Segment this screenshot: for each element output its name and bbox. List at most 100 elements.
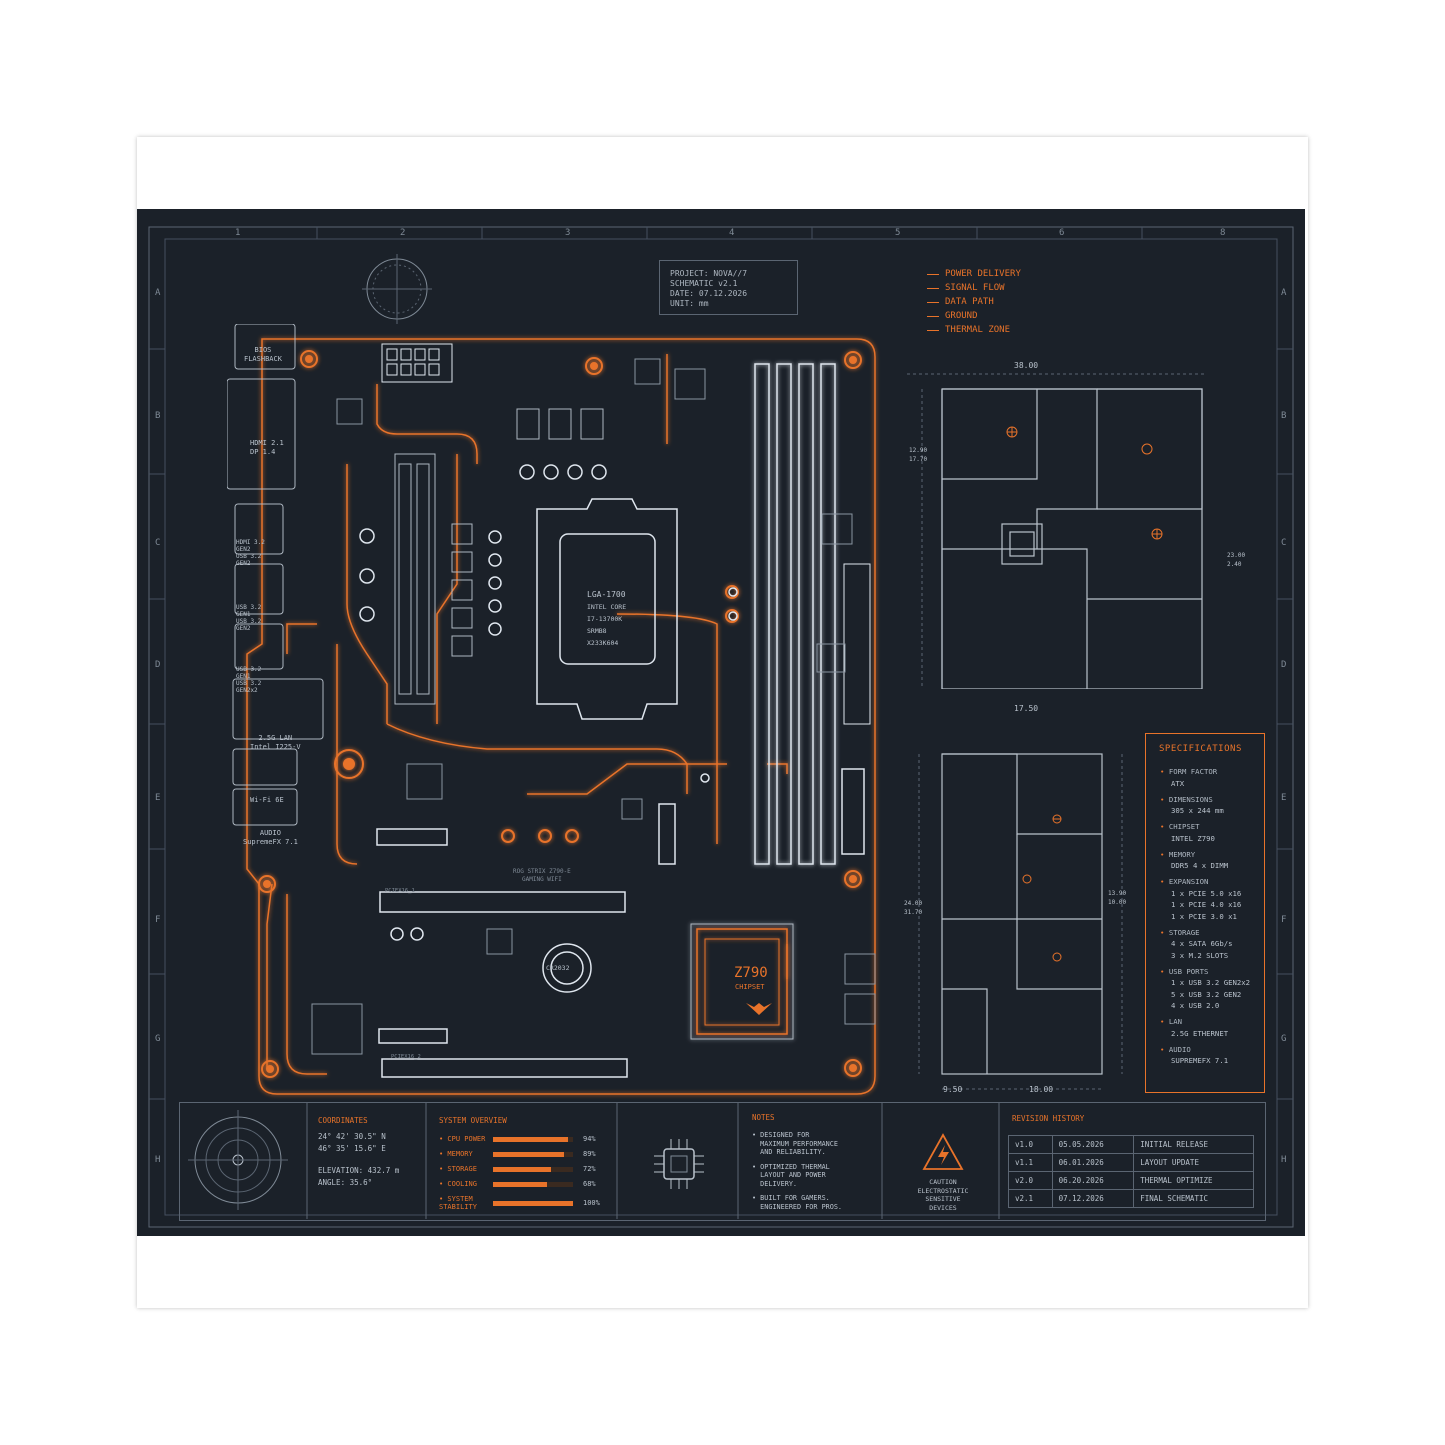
motherboard-diagram [227,324,876,1095]
chip-icon [654,1139,704,1189]
coordinates-angle: ANGLE: 35.6° [318,1178,373,1187]
grid-column-label: 4 [729,228,735,238]
grid-row-label: F [155,915,161,925]
grid-column-label: 5 [895,228,901,238]
plan-top-bottom-dim: 17.50 [1014,704,1039,713]
grid-row-label: E [155,793,161,803]
floor-plan-top [907,373,1207,689]
coordinates-lat: 24° 42' 30.5" N [318,1132,386,1141]
grid-column-label: 8 [1220,228,1226,238]
grid-row-label: D [155,660,161,670]
project-info-line: PROJECT: NOVA//7 [670,269,748,278]
project-info-line: UNIT: mm [670,299,709,308]
coordinates-lon: 46° 35' 15.6" E [318,1144,386,1153]
slot-label-pciex16-2: PCIEX16_2 [391,1054,421,1060]
target-icon [362,254,432,324]
progress-bar [493,1181,573,1187]
project-info-line: SCHEMATIC v2.1 [670,279,738,288]
grid-row-label: A [155,288,161,298]
battery-label: CR2032 [546,964,570,972]
system-overview-title: SYSTEM OVERVIEW [439,1116,507,1125]
project-info-line: DATE: 07.12.2026 [670,289,748,298]
grid-row-label: G [155,1034,161,1044]
legend-item: SIGNAL FLOW [927,283,1005,293]
legend-item: GROUND [927,311,978,321]
grid-row-label: C [155,538,161,548]
warning-icon [922,1133,964,1170]
coordinates-title: COORDINATES [318,1116,368,1125]
progress-bar [493,1200,573,1206]
legend: POWER DELIVERY SIGNAL FLOW DATA PATH GRO… [927,269,1067,349]
coordinates-elevation: ELEVATION: 432.7 m [318,1166,400,1175]
chipset-label: CHIPSET [735,983,765,991]
progress-bar [493,1166,573,1172]
frame-grid [148,226,1294,1228]
grid-row-label: H [1281,1155,1287,1165]
grid-row-label: B [1281,411,1287,421]
revision-history-title: REVISION HISTORY [1012,1114,1085,1123]
grid-row-label: B [155,411,161,421]
grid-row-label: F [1281,915,1287,925]
specifications-title: SPECIFICATIONS [1159,744,1242,754]
grid-column-label: 6 [1059,228,1065,238]
chipset-name: Z790 [734,965,768,981]
plan-top-width-dim: 38.00 [1014,361,1039,370]
grid-row-label: C [1281,538,1287,548]
legend-item: DATA PATH [927,297,994,307]
grid-column-label: 1 [235,228,241,238]
legend-item: POWER DELIVERY [927,269,1021,279]
progress-bar [493,1151,573,1157]
grid-row-label: H [155,1155,161,1165]
legend-item: THERMAL ZONE [927,325,1010,335]
rog-logo-icon [746,1003,772,1015]
note-item: • DESIGNED FOR MAXIMUM PERFORMANCE AND R… [752,1131,838,1156]
info-strip [179,1102,1266,1221]
grid-row-label: E [1281,793,1287,803]
compass-icon [188,1110,288,1210]
grid-column-label: 3 [565,228,571,238]
io-wifi-label: Wi-Fi 6E [250,796,284,804]
floor-plan-bottom [918,753,1123,1090]
grid-row-label: D [1281,660,1287,670]
slot-label-pciex16-1: PCIEX16_1 [385,888,415,894]
note-item: • OPTIMIZED THERMAL LAYOUT AND POWER DEL… [752,1162,830,1188]
plan-bottom-dim-a: 9.50 [943,1085,963,1094]
plan-bottom-dim-b: 18.00 [1029,1085,1054,1094]
grid-row-label: A [1281,288,1287,298]
progress-bar [493,1136,573,1142]
